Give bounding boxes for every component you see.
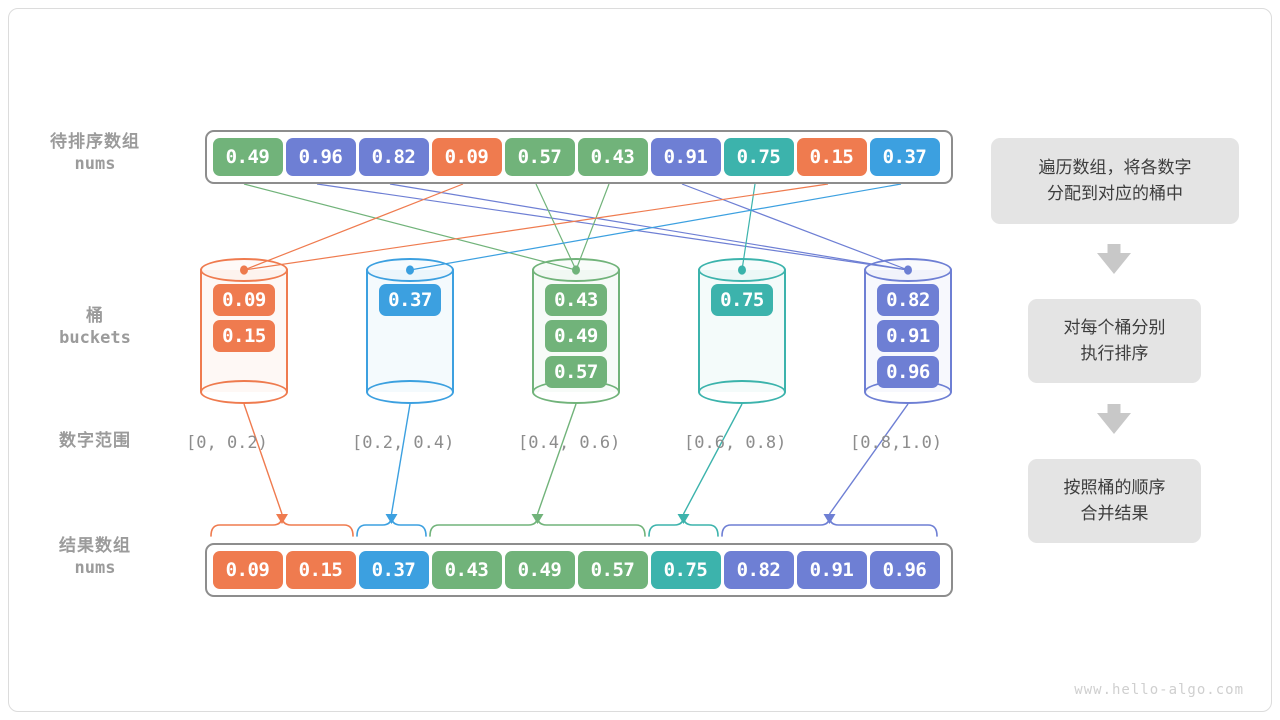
input-array-cell: 0.75 <box>723 138 794 176</box>
bucket-items: 0.37 <box>366 284 454 316</box>
bucket-items: 0.82 0.91 0.96 <box>864 284 952 388</box>
note-distribute: 遍历数组，将各数字分配到对应的桶中 <box>991 138 1239 224</box>
bucket: 0.37 <box>366 258 454 404</box>
bucket: 0.75 <box>698 258 786 404</box>
note-merge-results: 按照桶的顺序合并结果 <box>1028 459 1201 543</box>
note-line: 按照桶的顺序 <box>1063 477 1166 498</box>
bucket-range-label: [0.4, 0.6) <box>518 433 621 453</box>
bucket-item: 0.49 <box>545 320 607 352</box>
result-array-cell: 0.15 <box>285 551 356 589</box>
input-array-cell: 0.09 <box>431 138 502 176</box>
label-number-range-cn: 数字范围 <box>59 431 131 451</box>
input-array-cell: 0.57 <box>504 138 575 176</box>
bucket-item: 0.37 <box>379 284 441 316</box>
note-line: 分配到对应的桶中 <box>1047 184 1183 204</box>
bucket: 0.09 0.15 <box>200 258 288 404</box>
input-array-cell: 0.96 <box>285 138 356 176</box>
bucket: 0.43 0.49 0.57 <box>532 258 620 404</box>
watermark: www.hello-algo.com <box>1074 682 1244 698</box>
result-array-cell: 0.37 <box>358 551 429 589</box>
label-input-array: 待排序数组 nums <box>0 131 190 176</box>
bucket-item: 0.43 <box>545 284 607 316</box>
label-buckets: 桶 buckets <box>0 305 190 350</box>
input-array-cell: 0.15 <box>796 138 867 176</box>
note-line: 对每个桶分别 <box>1063 317 1166 338</box>
label-buckets-en: buckets <box>59 328 131 349</box>
bucket-bottom-ellipse <box>366 380 454 404</box>
note-line: 执行排序 <box>1080 344 1149 364</box>
label-buckets-cn: 桶 <box>86 306 104 326</box>
label-result-array: 结果数组 nums <box>0 535 190 580</box>
note-line: 遍历数组，将各数字 <box>1038 157 1192 178</box>
note-sort-each-bucket: 对每个桶分别执行排序 <box>1028 299 1201 383</box>
bucket-item: 0.96 <box>877 356 939 388</box>
bucket-range-label: [0, 0.2) <box>186 433 268 453</box>
bucket-items: 0.09 0.15 <box>200 284 288 352</box>
label-result-array-cn: 结果数组 <box>59 536 131 556</box>
result-array-cell: 0.57 <box>577 551 648 589</box>
bucket-item: 0.09 <box>213 284 275 316</box>
label-number-range: 数字范围 <box>0 430 190 452</box>
input-array-cell: 0.49 <box>212 138 283 176</box>
note-line: 合并结果 <box>1080 504 1149 524</box>
bucket-top-ellipse <box>864 258 952 282</box>
bucket-range-label: [0.6, 0.8) <box>684 433 787 453</box>
bucket-top-ellipse <box>698 258 786 282</box>
bucket-top-ellipse <box>532 258 620 282</box>
bucket-item: 0.82 <box>877 284 939 316</box>
bucket-bottom-ellipse <box>200 380 288 404</box>
label-result-array-en: nums <box>74 558 116 579</box>
bucket-item: 0.91 <box>877 320 939 352</box>
label-input-array-en: nums <box>74 154 116 175</box>
result-array-cell: 0.96 <box>869 551 940 589</box>
input-array-cell: 0.82 <box>358 138 429 176</box>
result-array-cell: 0.82 <box>723 551 794 589</box>
bucket-range-label: [0.8,1.0) <box>850 433 943 453</box>
result-array-cell: 0.49 <box>504 551 575 589</box>
bucket-bottom-ellipse <box>698 380 786 404</box>
input-array-cell: 0.37 <box>869 138 940 176</box>
label-input-array-cn: 待排序数组 <box>50 132 140 152</box>
bucket-top-ellipse <box>200 258 288 282</box>
bucket-items: 0.75 <box>698 284 786 316</box>
bucket-range-label: [0.2, 0.4) <box>352 433 455 453</box>
bucket-items: 0.43 0.49 0.57 <box>532 284 620 388</box>
input-array-cell: 0.43 <box>577 138 648 176</box>
result-array-cell: 0.75 <box>650 551 721 589</box>
bucket-item: 0.57 <box>545 356 607 388</box>
result-array-cell: 0.09 <box>212 551 283 589</box>
bucket-item: 0.15 <box>213 320 275 352</box>
bucket-item: 0.75 <box>711 284 773 316</box>
input-array-cell: 0.91 <box>650 138 721 176</box>
bucket: 0.82 0.91 0.96 <box>864 258 952 404</box>
bucket-top-ellipse <box>366 258 454 282</box>
result-array-cell: 0.91 <box>796 551 867 589</box>
result-array-cell: 0.43 <box>431 551 502 589</box>
